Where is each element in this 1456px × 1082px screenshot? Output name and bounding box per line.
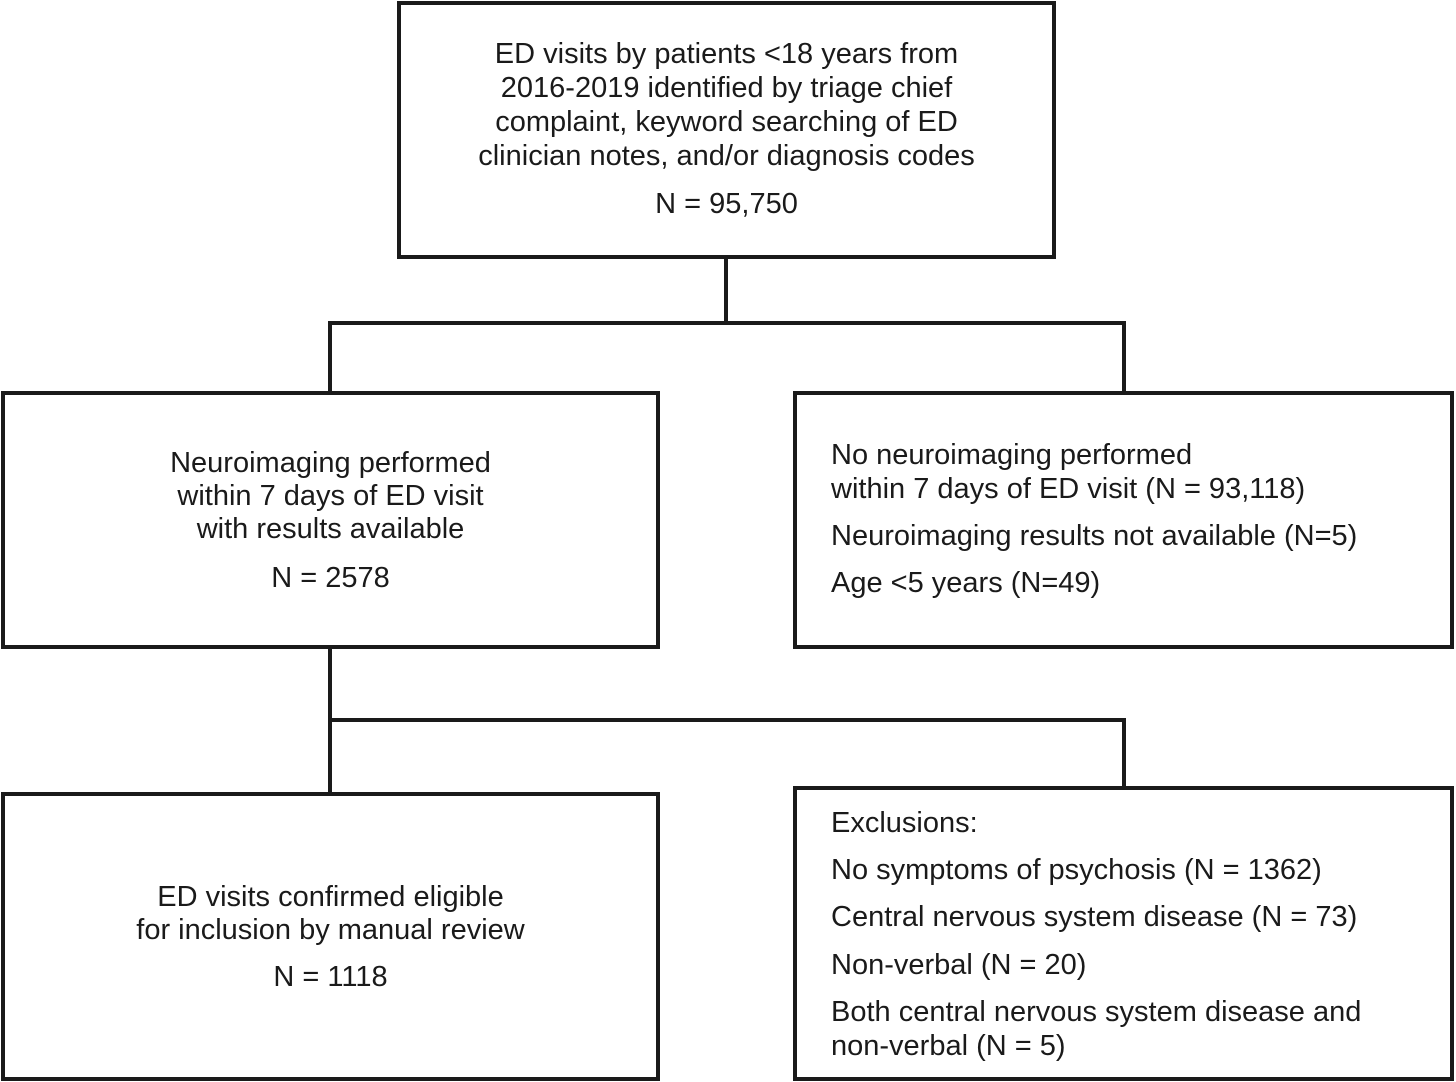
eligible-box-line-1: ED visits confirmed eligible <box>157 881 504 913</box>
neuroimaging-performed-box <box>1 391 660 649</box>
top-box-line-3: complaint, keyword searching of ED <box>495 106 958 138</box>
top-box-line-2: 2016-2019 identified by triage chief <box>500 72 953 104</box>
connector-mid-right-drop <box>1122 718 1126 788</box>
exclusions-line-5: non-verbal (N = 5) <box>831 1030 1066 1062</box>
exclusions-line-4: Both central nervous system disease and <box>831 996 1362 1028</box>
top-box-line-4: clinician notes, and/or diagnosis codes <box>478 140 975 172</box>
top-box-line-1: ED visits by patients <18 years from <box>494 38 959 70</box>
exclusions-line-2: Central nervous system disease (N = 73) <box>831 901 1358 933</box>
no-neuroimaging-box <box>793 391 1454 649</box>
no-neuroimaging-line-4: Age <5 years (N=49) <box>831 567 1101 599</box>
eligible-box-line-2: for inclusion by manual review <box>136 914 525 946</box>
neuroimaging-box-line-1: Neuroimaging performed <box>170 447 491 479</box>
exclusions-box <box>793 786 1454 1081</box>
neuroimaging-box-count: N = 2578 <box>271 562 390 594</box>
connector-top-horizontal <box>328 321 1126 325</box>
no-neuroimaging-line-2: within 7 days of ED visit (N = 93,118) <box>831 473 1306 505</box>
neuroimaging-box-line-2: within 7 days of ED visit <box>177 480 484 512</box>
exclusions-line-1: No symptoms of psychosis (N = 1362) <box>831 854 1322 886</box>
top-box-count: N = 95,750 <box>655 188 798 220</box>
connector-top-stem <box>724 257 728 325</box>
top-box-visits-identified <box>397 1 1056 259</box>
no-neuroimaging-line-3: Neuroimaging results not available (N=5) <box>831 520 1358 552</box>
connector-top-left-drop <box>328 321 332 392</box>
exclusions-line-3: Non-verbal (N = 20) <box>831 949 1087 981</box>
connector-mid-horizontal <box>328 718 1126 722</box>
neuroimaging-box-line-3: with results available <box>196 513 465 545</box>
exclusions-heading: Exclusions: <box>831 807 978 839</box>
eligible-visits-box <box>1 792 660 1081</box>
eligible-box-count: N = 1118 <box>273 961 388 993</box>
no-neuroimaging-line-1: No neuroimaging performed <box>831 439 1193 471</box>
connector-top-right-drop <box>1122 321 1126 392</box>
